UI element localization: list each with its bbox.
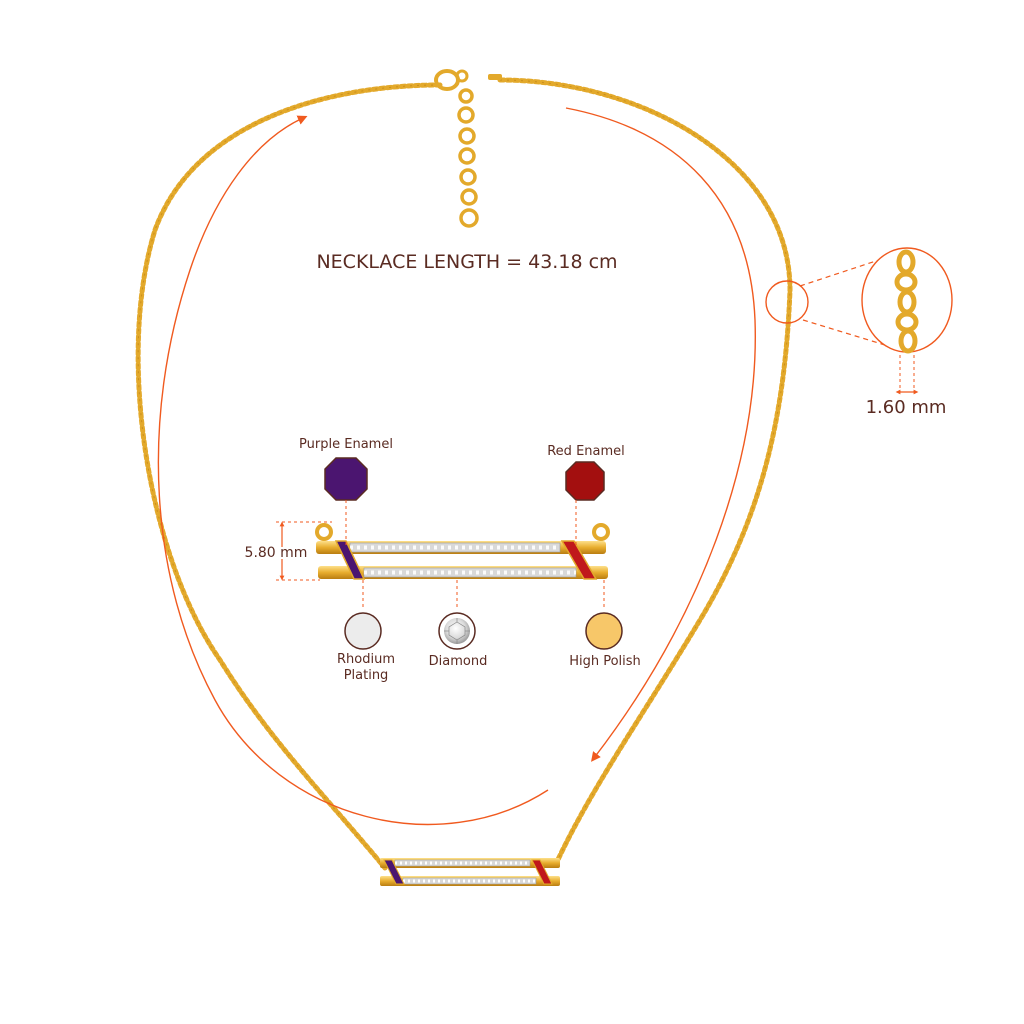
necklace-length-label: NECKLACE LENGTH = 43.18 cm xyxy=(316,251,617,273)
pendant-on-chain xyxy=(380,858,560,886)
pendant-bail-left xyxy=(315,523,333,541)
pendant-height-label: 5.80 mm xyxy=(245,545,308,561)
diamond-gem-icon xyxy=(444,618,470,644)
callout-rhodium-plating: Rhodium Plating xyxy=(337,580,395,683)
red-enamel-swatch xyxy=(565,461,605,501)
purple-enamel-label: Purple Enamel xyxy=(299,437,393,452)
callout-purple-enamel: Purple Enamel xyxy=(299,437,393,548)
chain-zoom-source-circle xyxy=(765,280,809,324)
extension-chain xyxy=(457,88,479,228)
rhodium-plating-label-line1: Rhodium xyxy=(337,652,395,667)
pendant-bail-right xyxy=(592,523,610,541)
callout-red-enamel: Red Enamel xyxy=(547,444,625,548)
red-enamel-label: Red Enamel xyxy=(547,444,625,459)
lobster-clasp xyxy=(434,69,502,91)
chain-zoom-lens xyxy=(861,247,953,353)
callout-high-polish: High Polish xyxy=(569,580,641,669)
chain-width-label: 1.60 mm xyxy=(866,397,947,418)
necklace-chain-shadow xyxy=(137,79,791,869)
diamond-label: Diamond xyxy=(429,654,488,669)
rhodium-plating-swatch xyxy=(344,612,382,650)
callout-diamond: Diamond xyxy=(429,580,488,669)
length-arrow-right xyxy=(565,107,756,762)
chain-zoom-callout: 1.60 mm xyxy=(765,247,953,418)
diamond-facets xyxy=(444,618,470,644)
pendant-detail xyxy=(315,523,610,580)
purple-enamel-strip xyxy=(334,540,366,580)
necklace-chain xyxy=(135,77,793,871)
red-enamel-strip xyxy=(560,540,598,580)
pendant-height-dimension: 5.80 mm xyxy=(243,521,332,581)
zoomed-chain-links xyxy=(894,249,919,354)
rhodium-plating-label-line2: Plating xyxy=(344,668,389,683)
purple-enamel-swatch xyxy=(324,457,368,501)
high-polish-label: High Polish xyxy=(569,654,641,669)
length-arrow-left xyxy=(157,115,549,826)
high-polish-swatch xyxy=(585,612,623,650)
